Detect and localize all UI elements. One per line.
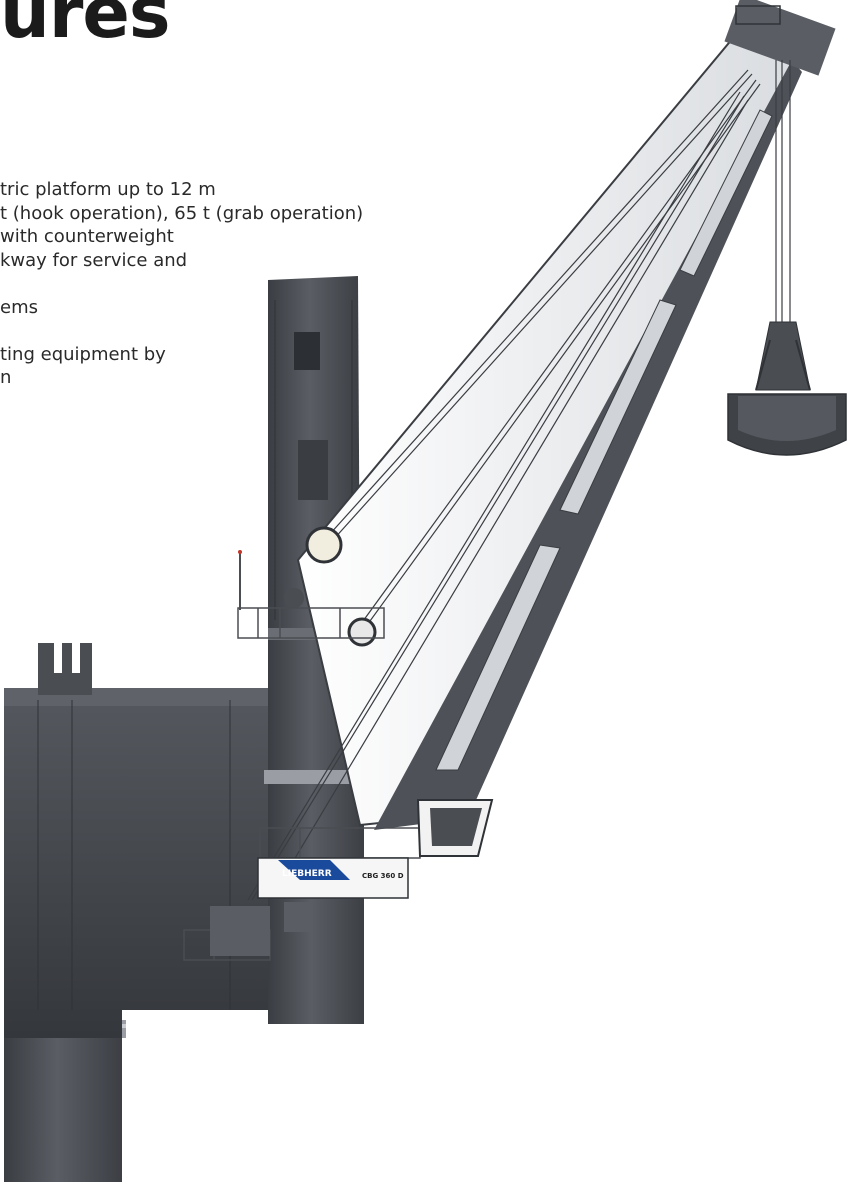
- feature-item: n: [0, 367, 12, 388]
- crane-boom: [296, 0, 836, 830]
- feature-item: ems: [0, 296, 38, 318]
- crane-grab: [727, 321, 847, 456]
- feature-item: kway for service and: [0, 249, 188, 271]
- feature-item: t (hook operation), 65 t (grab operation…: [0, 202, 364, 224]
- crane-machinery-house: [210, 857, 409, 956]
- brand-logo: LIEBHERR: [282, 869, 332, 879]
- feature-item: tric platform up to 12 m: [0, 179, 216, 200]
- crane-cabin: [416, 799, 494, 857]
- feature-item: ting equipment by: [0, 343, 166, 365]
- crane-ropes: [247, 60, 791, 901]
- model-label: CBG 360 D: [362, 872, 404, 880]
- antenna-light: [238, 550, 242, 554]
- page-title: ures: [0, 0, 170, 54]
- feature-list: tric platform up to 12 m t (hook operati…: [0, 178, 470, 390]
- feature-item: with counterweight: [0, 226, 174, 247]
